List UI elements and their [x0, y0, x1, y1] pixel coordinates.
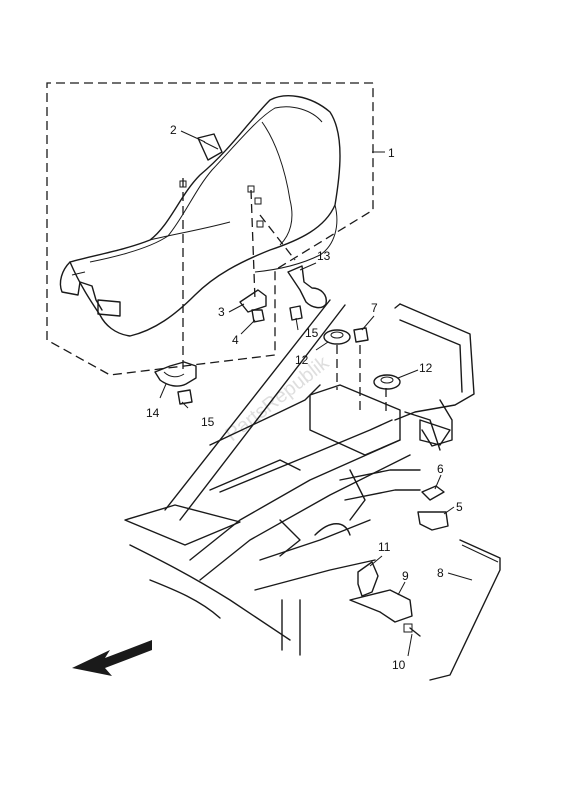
callout-12b: 12 [419, 361, 433, 375]
nut-4 [251, 309, 265, 323]
frame [124, 299, 475, 656]
seat-bolts [179, 180, 264, 228]
callout-7: 7 [371, 301, 378, 315]
callout-13: 13 [317, 249, 331, 263]
nut-15-top [289, 305, 303, 321]
callout-3: 3 [218, 305, 225, 319]
callout-11: 11 [378, 540, 391, 554]
callout-8: 8 [437, 566, 444, 580]
callout-12a: 12 [295, 353, 309, 367]
part-5 [417, 511, 449, 531]
callout-6: 6 [437, 462, 444, 476]
leader-lines [159, 130, 473, 657]
bracket-13 [287, 265, 327, 309]
seat-assembly-boundary [46, 82, 374, 376]
callout-15a: 15 [305, 326, 319, 340]
front-direction-arrow [72, 640, 152, 676]
bracket-14 [154, 361, 197, 387]
cable-8 [429, 539, 501, 681]
callout-10: 10 [392, 658, 406, 672]
nut-15-bottom [177, 389, 193, 405]
align-line-mid [250, 189, 256, 301]
callout-14: 14 [146, 406, 160, 420]
callout-2: 2 [170, 123, 177, 137]
align-line-rear [259, 214, 296, 261]
bracket-3 [239, 289, 267, 313]
callout-5: 5 [456, 500, 463, 514]
grommet-12a [323, 329, 351, 345]
callout-1: 1 [388, 146, 395, 160]
seat [59, 95, 341, 337]
latch-9 [349, 589, 413, 623]
grommet-12b [373, 374, 401, 390]
callout-9: 9 [402, 569, 409, 583]
nut-7 [353, 327, 369, 343]
part-6 [421, 485, 445, 501]
callout-15b: 15 [201, 415, 215, 429]
callout-4: 4 [232, 333, 239, 347]
bracket-11 [357, 561, 379, 597]
